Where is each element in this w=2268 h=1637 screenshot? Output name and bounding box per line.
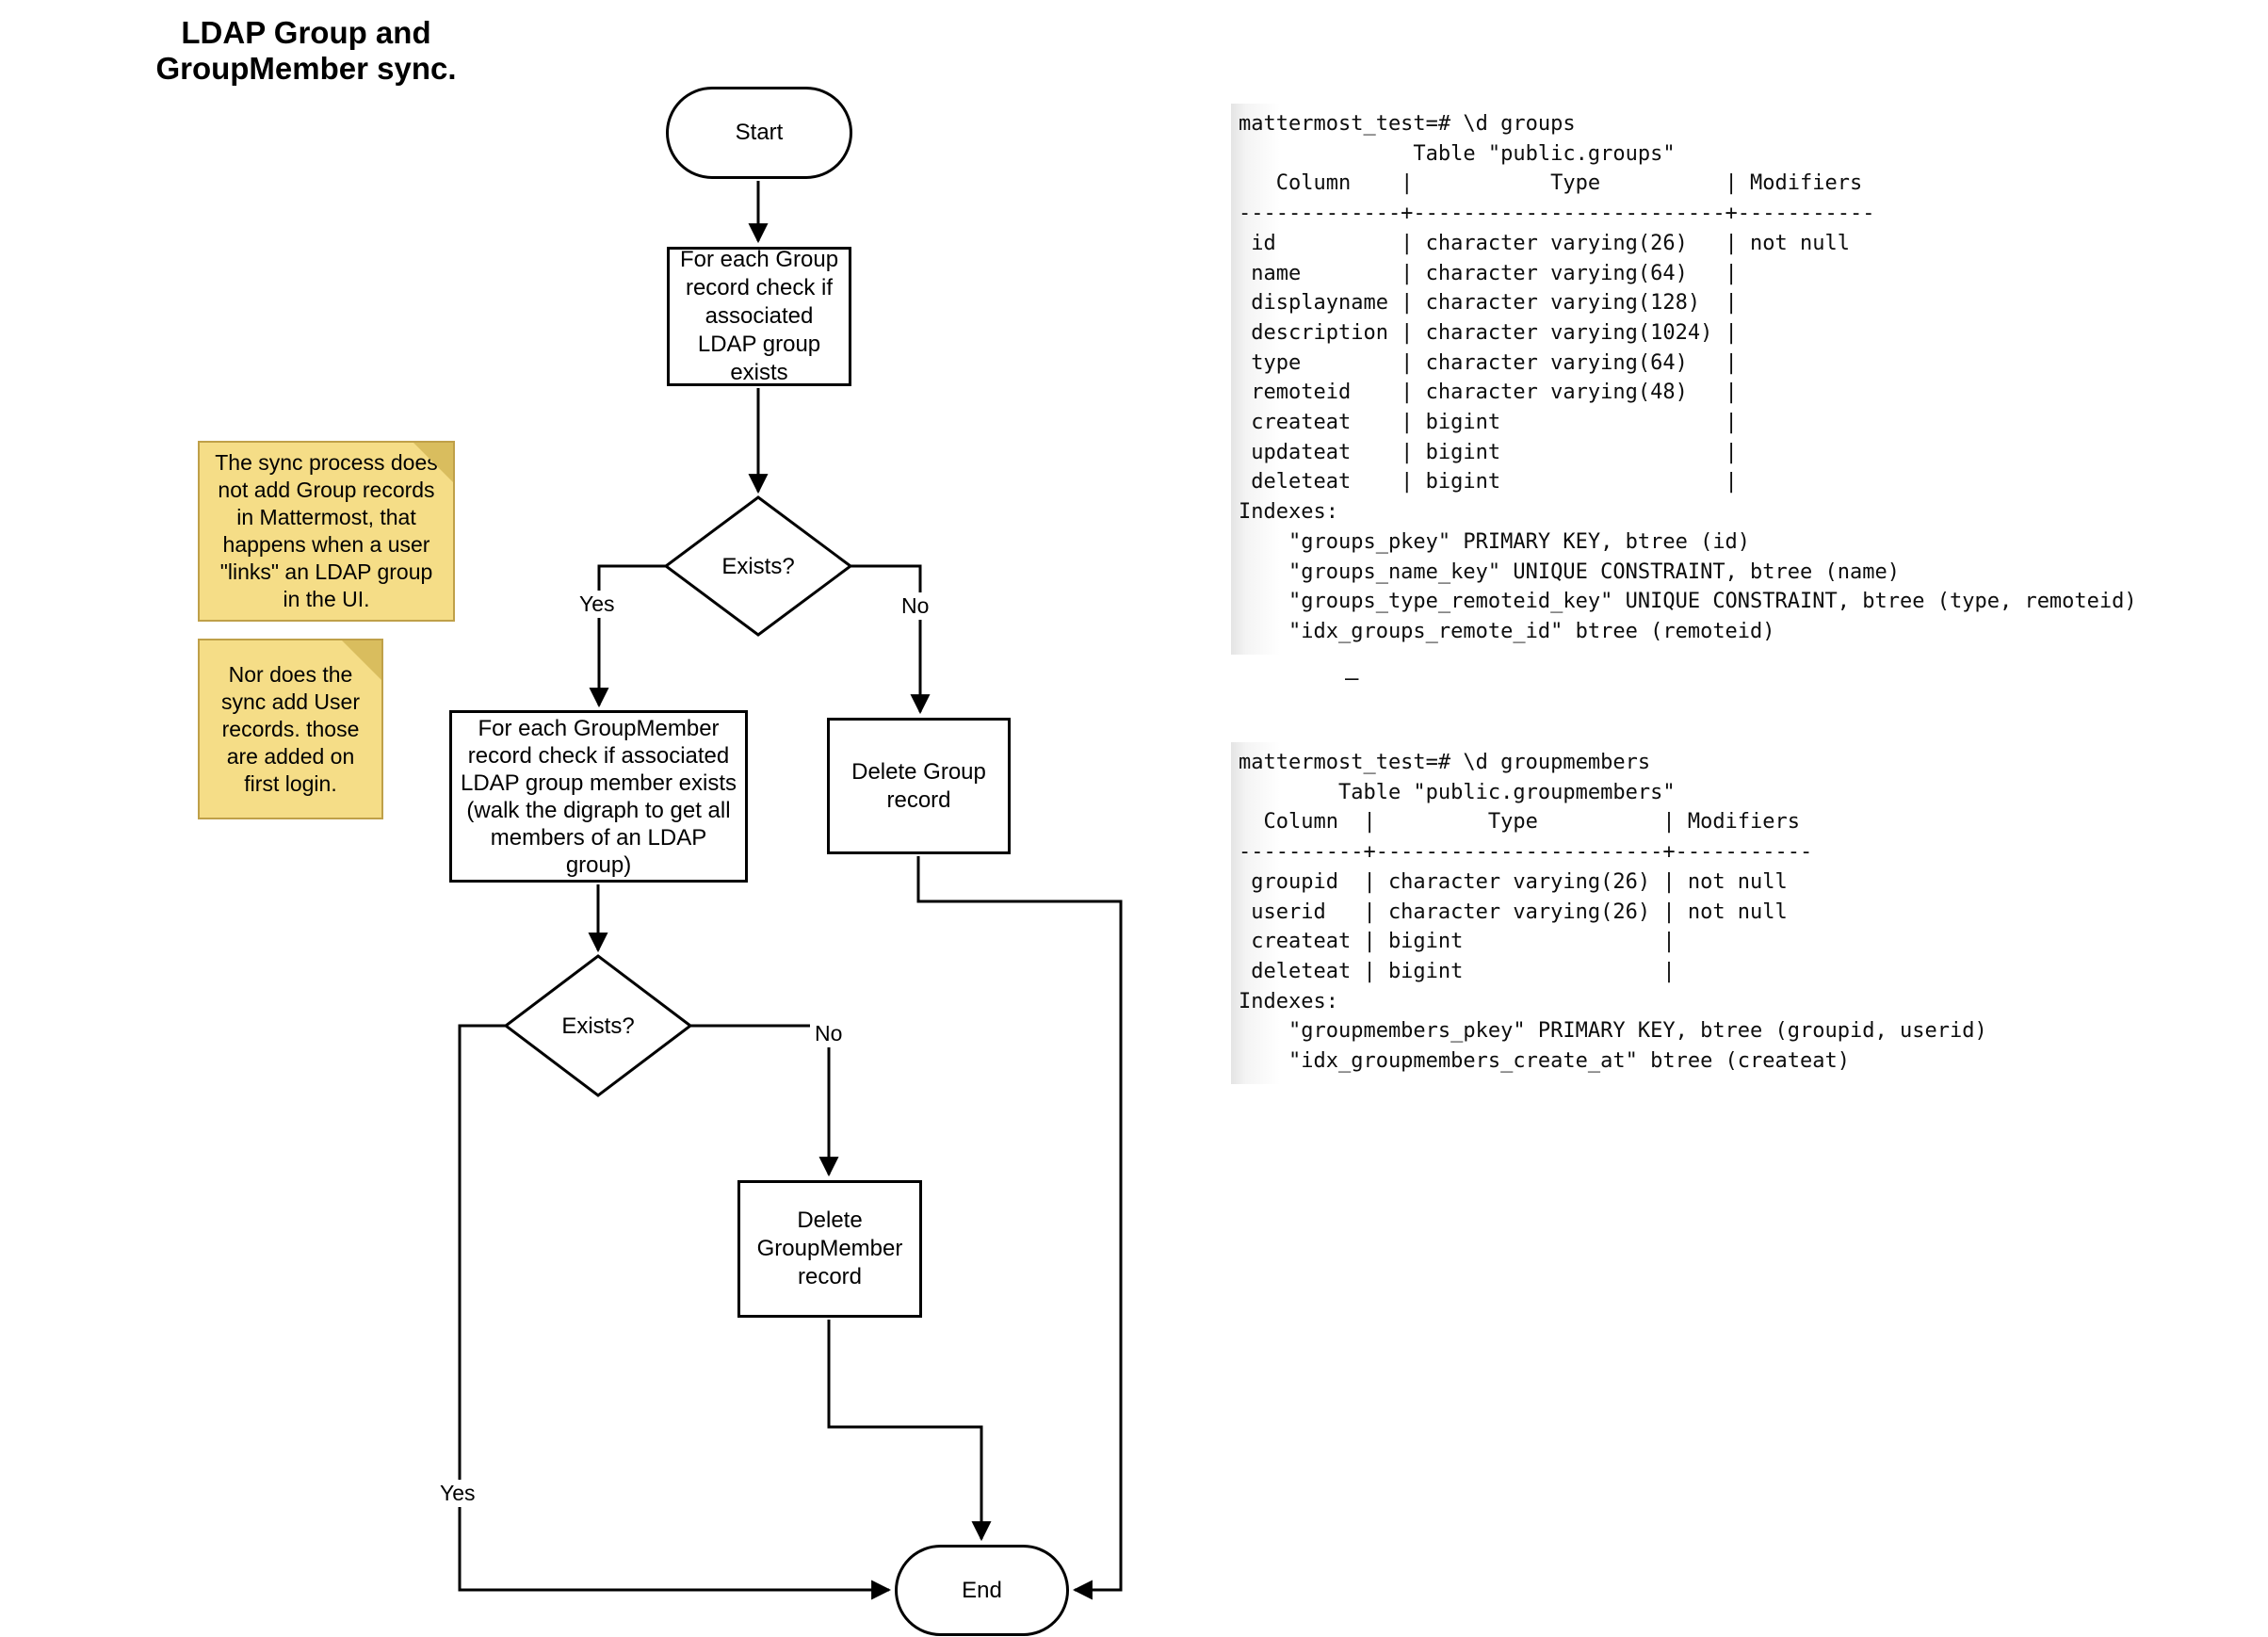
- decision-exists2-shape: [503, 954, 693, 1097]
- end-label: End: [962, 1577, 1002, 1603]
- dash-mark: –: [1345, 665, 1359, 691]
- decision-exists1-shape: [663, 495, 853, 637]
- edge-deletemember-to-end: [827, 1320, 992, 1542]
- sticky-note-sync-users-text: Nor does the sync add User records. thos…: [220, 661, 360, 796]
- edge-deletegroup-to-end: [916, 856, 1123, 1600]
- process-check-member-node: For each GroupMember record check if ass…: [449, 710, 748, 883]
- sticky-note-sync-users: Nor does the sync add User records. thos…: [198, 639, 383, 819]
- note-fold-corner: [342, 640, 381, 680]
- edge-exists1-yes-to-checkmember: [589, 564, 666, 708]
- process-check-group-label: For each Group record check if associate…: [679, 247, 839, 385]
- psql-output-groups-table: mattermost_test=# \d groups Table "publi…: [1231, 104, 2152, 655]
- edge-label-yes2: Yes: [435, 1480, 480, 1507]
- process-check-group-node: For each Group record check if associate…: [667, 247, 851, 386]
- decision-exists1-label: Exists?: [721, 554, 795, 579]
- process-delete-member-node: Delete GroupMember record: [737, 1180, 922, 1318]
- sticky-note-sync-groups: The sync process does not add Group reco…: [198, 441, 455, 622]
- edge-exists2-no-to-deletemember: [690, 1024, 839, 1177]
- edge-label-no1: No: [897, 592, 934, 620]
- process-delete-member-label: Delete GroupMember record: [756, 1207, 903, 1289]
- process-delete-group-label: Delete Group record: [851, 758, 986, 813]
- page-title: LDAP Group and GroupMember sync.: [155, 15, 457, 86]
- note-fold-corner: [413, 443, 453, 482]
- edge-label-yes1: Yes: [575, 591, 620, 618]
- psql-output-groupmembers-table: mattermost_test=# \d groupmembers Table …: [1231, 742, 2002, 1084]
- edge-exists1-no-to-deletegroup: [850, 564, 931, 715]
- edge-exists2-yes-to-end: [458, 1024, 892, 1600]
- process-delete-group-node: Delete Group record: [827, 718, 1011, 854]
- edge-label-no2: No: [810, 1020, 848, 1047]
- process-check-member-label: For each GroupMember record check if ass…: [460, 715, 737, 878]
- sticky-note-sync-groups-text: The sync process does not add Group reco…: [215, 450, 438, 611]
- start-label: Start: [735, 120, 784, 145]
- end-node: End: [895, 1545, 1069, 1636]
- decision-exists2-label: Exists?: [561, 1013, 635, 1039]
- start-node: Start: [666, 87, 852, 179]
